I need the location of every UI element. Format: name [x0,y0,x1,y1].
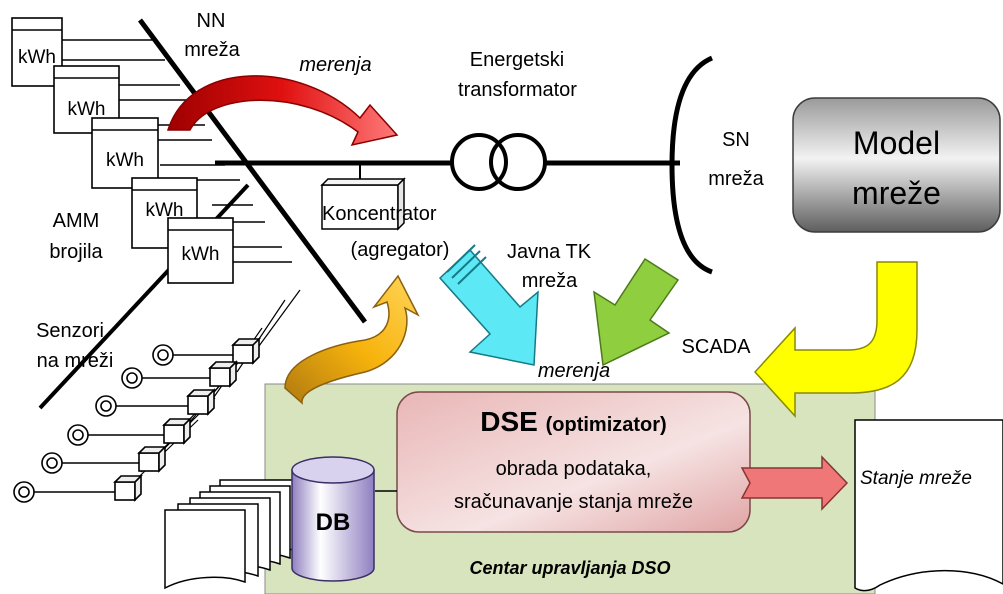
model-label-line1: Model [852,125,941,161]
amm-label: AMM [52,210,100,232]
sensor-group [13,337,261,503]
orange-aggregator-arrow [284,274,420,405]
db-label: DB [315,509,351,536]
dse-calculation-text: sračunavanje stanja mreže [453,491,693,513]
concentrator-box [321,184,399,230]
on-network-label: na mreži [36,350,114,372]
meter-5-label: kWh [181,244,220,265]
sn-network-bracket [669,55,714,275]
transformer-subtitle-label: transformator [458,79,577,101]
network-state-document [854,419,1003,592]
dse-title-bold: DSE [480,406,538,437]
meter-boxes [11,17,234,284]
sensors-label: Senzori [36,320,104,342]
dse-processing-text: obrada podataka, [495,458,652,480]
measurements-top-label: merenja [299,54,372,76]
nn-label: NN [196,10,226,32]
meter-3-label: kWh [106,150,144,171]
measurements-bottom-label: merenja [537,360,611,382]
sn-label: SN [722,129,750,151]
dse-title: DSE (optimizator) [397,405,750,438]
transformer-coil-right [489,133,547,191]
dse-optimizer-box [396,391,751,533]
control-center-label: Centar upravljanja DSO [469,558,671,578]
meters-label: brojila [49,241,103,263]
network-state-label: Stanje mreže [860,468,972,489]
yellow-model-arrow [753,261,918,418]
concentrator-label: Koncentrator [322,203,437,225]
transformer-coil-left [450,133,508,191]
meter-4-label: kWh [145,200,184,221]
cyan-tk-arrow [438,244,539,366]
meter-1-label: kWh [18,47,56,68]
model-label-line2: mreže [852,175,941,211]
transformer-title-label: Energetski [469,49,565,71]
dse-title-rest: (optimizator) [545,414,667,436]
pink-output-arrow [740,455,849,511]
sn-network-label: mreža [708,168,764,190]
aggregator-label: (agregator) [350,239,450,261]
meter-2-label: kWh [67,99,106,120]
green-scada-arrow [593,257,680,367]
db-cylinder [291,456,375,582]
scada-label: SCADA [681,336,751,358]
public-tk-label: Javna TK [506,241,592,263]
nn-network-label: mreža [184,39,240,61]
nn-line-upper [137,18,368,324]
network-model-box [792,97,1001,233]
public-tk-network-label: mreža [521,270,578,292]
red-measurement-arrow [166,75,399,147]
db-documents [164,479,301,590]
